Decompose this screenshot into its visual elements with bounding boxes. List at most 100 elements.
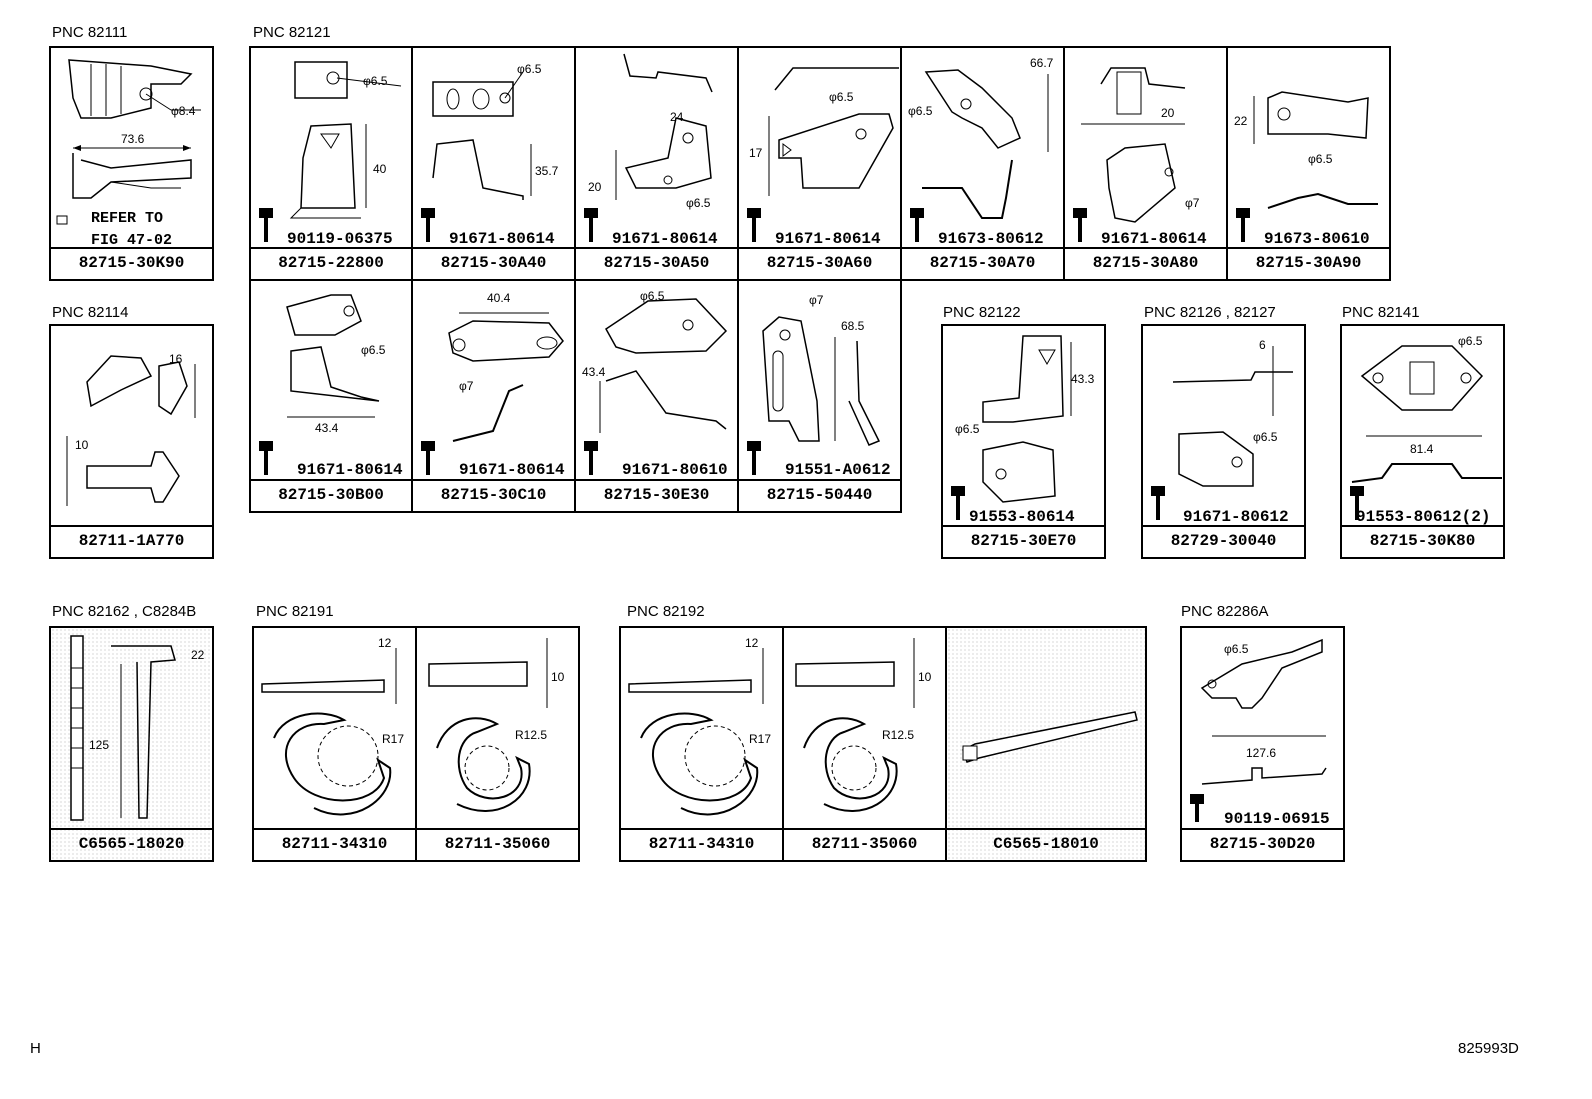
part-number[interactable]: C6565-18020 xyxy=(51,828,212,860)
width-dim: 22 xyxy=(191,648,205,662)
bracket-drawing xyxy=(1236,91,1378,242)
part-number[interactable]: 82711-34310 xyxy=(621,828,782,860)
height-dim: 35.7 xyxy=(535,164,559,178)
pnc-label: PNC 82286A xyxy=(1181,603,1269,620)
part-number[interactable]: 82715-30E70 xyxy=(943,525,1104,557)
height-dim: 16 xyxy=(169,352,183,366)
part-cell-C6565-18010[interactable]: C6565-18010 xyxy=(945,626,1147,862)
clamp-drawing xyxy=(261,648,397,816)
bolt-number[interactable]: 91671-80614 xyxy=(775,230,881,248)
hole-dim: φ6.5 xyxy=(640,289,665,303)
part-cell-82715-30A90[interactable]: 22 φ6.5 91673-80610 82715-30A90 xyxy=(1226,46,1391,281)
part-number[interactable]: C6565-18010 xyxy=(947,828,1145,860)
part-cell-82729-30040[interactable]: 6 φ6.5 91671-80612 82729-30040 xyxy=(1141,324,1306,559)
height-dim: 43.3 xyxy=(1071,372,1095,386)
bolt-number[interactable]: 91673-80612 xyxy=(938,230,1044,248)
part-cell-82715-50440[interactable]: φ7 68.5 91551-A0612 82715-50440 xyxy=(737,279,902,513)
bolt-number[interactable]: 91671-80614 xyxy=(449,230,555,248)
pnc-label: PNC 82114 xyxy=(52,304,129,321)
part-cell-82715-30E70[interactable]: 43.3 φ6.5 91553-80614 82715-30E70 xyxy=(941,324,1106,559)
part-number[interactable]: 82715-22800 xyxy=(251,247,411,279)
bolt-number[interactable]: 91551-A0612 xyxy=(785,461,891,479)
part-number[interactable]: 82711-34310 xyxy=(254,828,415,860)
part-cell-82711-34310[interactable]: 12 R17 82711-34310 xyxy=(252,626,417,862)
part-cell-82715-30A60[interactable]: φ6.5 17 91671-80614 82715-30A60 xyxy=(737,46,902,281)
radius-dim: R17 xyxy=(749,732,772,746)
clamp-drawing xyxy=(628,648,764,816)
hole-dim: φ7 xyxy=(1185,196,1200,210)
part-number[interactable]: 82715-30K90 xyxy=(51,247,212,279)
bolt-number[interactable]: 91671-80612 xyxy=(1183,508,1289,526)
bracket-drawing xyxy=(56,59,201,225)
bolt-number[interactable]: 91671-80614 xyxy=(459,461,565,479)
part-cell-C6565-18020[interactable]: 22 125 C6565-18020 xyxy=(49,626,214,862)
part-number[interactable]: 82715-30A40 xyxy=(413,247,574,279)
part-cell-82715-22800[interactable]: φ6.5 40 90119-06375 82715-22800 xyxy=(249,46,413,281)
clamp-drawing xyxy=(795,638,915,812)
part-number[interactable]: 82711-35060 xyxy=(784,828,945,860)
part-cell-82715-30C10[interactable]: 40.4 φ7 91671-80614 82715-30C10 xyxy=(411,279,576,513)
bracket-drawing xyxy=(584,298,728,475)
bolt-number[interactable]: 91671-80610 xyxy=(622,461,728,479)
part-cell-82715-30B00[interactable]: φ6.5 43.4 91671-80614 82715-30B00 xyxy=(249,279,413,513)
refer-note: REFER TO FIG 47-02 xyxy=(91,208,172,252)
bracket-drawing xyxy=(951,335,1072,520)
height-dim: 10 xyxy=(75,438,89,452)
hole-dim: φ6.5 xyxy=(1458,334,1483,348)
part-cell-82711-35060[interactable]: 10 R12.5 82711-35060 xyxy=(415,626,580,862)
bolt-number[interactable]: 91553-80612(2) xyxy=(1356,508,1491,526)
radius-dim: R17 xyxy=(382,732,405,746)
pnc-label: PNC 82141 xyxy=(1342,304,1420,321)
hole-dim: φ8.4 xyxy=(171,104,196,118)
part-cell-82715-30A40[interactable]: φ6.5 35.7 91671-80614 82715-30A40 xyxy=(411,46,576,281)
part-cell-82715-30K80[interactable]: φ6.5 81.4 91553-80612(2) 82715-30K80 xyxy=(1340,324,1505,559)
part-number[interactable]: 82715-30B00 xyxy=(251,479,411,511)
part-number[interactable]: 82715-30A80 xyxy=(1065,247,1226,279)
part-cell-82711-34310[interactable]: 12 R17 82711-34310 xyxy=(619,626,784,862)
refer-line-2: FIG 47-02 xyxy=(91,232,173,249)
bracket-drawing xyxy=(584,53,713,242)
hole-dim: φ6.5 xyxy=(363,74,388,88)
bolt-number[interactable]: 91671-80614 xyxy=(297,461,403,479)
height-dim: 12 xyxy=(745,636,759,650)
part-cell-82715-30A80[interactable]: 20 φ7 91671-80614 82715-30A80 xyxy=(1063,46,1228,281)
hole-dim: φ6.5 xyxy=(686,196,711,210)
part-number[interactable]: 82715-30A60 xyxy=(739,247,900,279)
part-number[interactable]: 82715-30A50 xyxy=(576,247,737,279)
hole-dim: φ6.5 xyxy=(829,90,854,104)
part-number[interactable]: 82711-35060 xyxy=(417,828,578,860)
part-cell-82715-30A70[interactable]: 66.7 φ6.5 91673-80612 82715-30A70 xyxy=(900,46,1065,281)
part-number[interactable]: 82729-30040 xyxy=(1143,525,1304,557)
height-dim: 10 xyxy=(918,670,932,684)
part-number[interactable]: 82715-30C10 xyxy=(413,479,574,511)
part-cell-82715-30D20[interactable]: φ6.5 127.6 90119-06915 82715-30D20 xyxy=(1180,626,1345,862)
part-cell-82711-35060[interactable]: 10 R12.5 82711-35060 xyxy=(782,626,947,862)
hole-dim: φ6.5 xyxy=(361,343,386,357)
bolt-number[interactable]: 90119-06915 xyxy=(1224,810,1330,828)
footer-left-code: H xyxy=(30,1040,41,1057)
part-number[interactable]: 82715-30K80 xyxy=(1342,525,1503,557)
bolt-number[interactable]: 91673-80610 xyxy=(1264,230,1370,248)
bolt-number[interactable]: 91671-80614 xyxy=(1101,230,1207,248)
pnc-label: PNC 82191 xyxy=(256,603,334,620)
part-cell-82711-1A770[interactable]: 16 10 82711-1A770 xyxy=(49,324,214,559)
part-number[interactable]: 82715-50440 xyxy=(739,479,900,511)
part-cell-82715-30E30[interactable]: φ6.5 43.4 91671-80610 82715-30E30 xyxy=(574,279,739,513)
tie-drawing xyxy=(70,635,176,821)
part-number[interactable]: 82715-30A70 xyxy=(902,247,1063,279)
part-number[interactable]: 82715-30E30 xyxy=(576,479,737,511)
part-cell-82715-30A50[interactable]: 24 20 φ6.5 91671-80614 82715-30A50 xyxy=(574,46,739,281)
part-cell-82715-30K90[interactable]: φ8.4 73.6 REFER TO FIG 47-02 82715-30K90 xyxy=(49,46,214,281)
bolt-number[interactable]: 90119-06375 xyxy=(287,230,393,248)
bracket-drawing xyxy=(1190,638,1327,822)
part-number[interactable]: 82715-30D20 xyxy=(1182,828,1343,860)
part-number[interactable]: 82715-30A90 xyxy=(1228,247,1389,279)
radius-dim: R12.5 xyxy=(882,728,915,742)
bracket-drawing xyxy=(1073,67,1186,242)
bolt-number[interactable]: 91553-80614 xyxy=(969,508,1075,526)
hole-dim: φ6.5 xyxy=(1224,642,1249,656)
bracket-drawing xyxy=(910,69,1049,242)
height-dim: 40 xyxy=(373,162,387,176)
part-number[interactable]: 82711-1A770 xyxy=(51,525,212,557)
bolt-number[interactable]: 91671-80614 xyxy=(612,230,718,248)
